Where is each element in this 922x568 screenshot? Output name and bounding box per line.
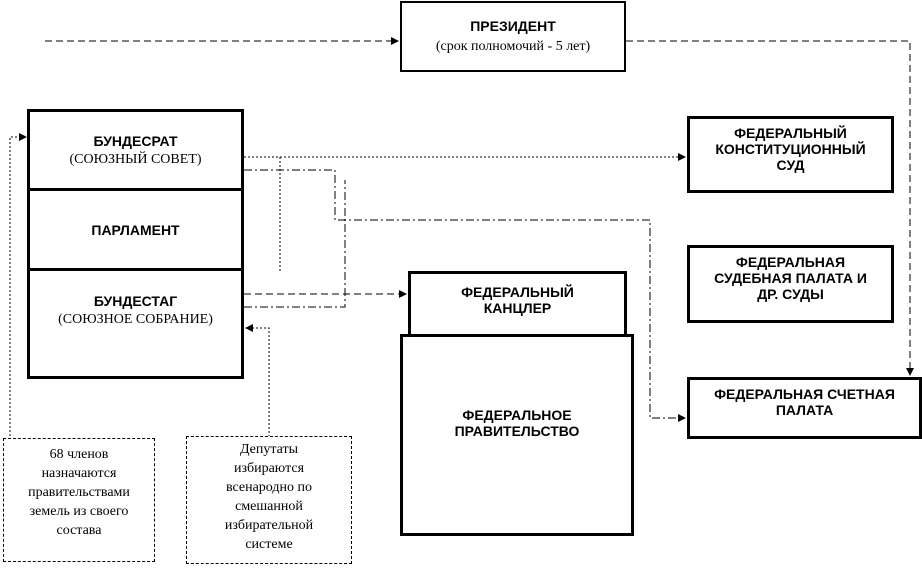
note-line: избирательной: [224, 518, 314, 533]
parliament-box: ПАРЛАМЕНТ: [27, 188, 244, 271]
note-line: назначаются: [41, 466, 117, 481]
chancellor-line: ФЕДЕРАЛЬНЫЙ: [461, 284, 574, 300]
judicial-line: ДР. СУДЫ: [757, 286, 824, 302]
bundesrat-subtitle: (СОЮЗНЫЙ СОВЕТ): [69, 151, 202, 167]
court-line: ФЕДЕРАЛЬНЫЙ: [734, 125, 847, 141]
government-line: ПРАВИТЕЛЬСТВО: [454, 423, 580, 439]
note-line: всенародно по: [225, 480, 313, 495]
note-line: смешанной: [235, 499, 303, 514]
court-line: СУД: [776, 157, 805, 173]
government-line: ФЕДЕРАЛЬНОЕ: [462, 407, 572, 423]
chancellor-line: КАНЦЛЕР: [483, 300, 552, 316]
bundestag-box: БУНДЕСТАГ (СОЮЗНОЕ СОБРАНИЕ): [27, 268, 244, 379]
president-title: ПРЕЗИДЕНТ: [470, 18, 556, 34]
judicial-line: ФЕДЕРАЛЬНАЯ: [735, 254, 846, 270]
arrow-note-to-bundestag: [245, 324, 270, 437]
audit-chamber-box: ФЕДЕРАЛЬНАЯ СЧЕТНАЯ ПАЛАТА: [687, 377, 922, 439]
bundesrat-box: БУНДЕСРАТ (СОЮЗНЫЙ СОВЕТ): [27, 109, 244, 191]
government-box: ФЕДЕРАЛЬНОЕ ПРАВИТЕЛЬСТВО: [400, 334, 634, 536]
bundesrat-members-note: 68 членов назначаются правительствами зе…: [3, 438, 155, 562]
court-line: КОНСТИТУЦИОННЫЙ: [715, 141, 866, 157]
judicial-line: СУДЕБНАЯ ПАЛАТА И: [714, 270, 867, 286]
arrow-note-to-bundesrat: [9, 133, 27, 440]
bundestag-subtitle: (СОЮЗНОЕ СОБРАНИЕ): [58, 312, 213, 327]
bundesrat-title: БУНДЕСРАТ: [93, 132, 178, 149]
note-line: системе: [245, 537, 293, 552]
audit-line: ПАЛАТА: [775, 402, 834, 418]
chancellor-box: ФЕДЕРАЛЬНЫЙ КАНЦЛЕР: [408, 271, 627, 337]
bundestag-title: БУНДЕСТАГ: [93, 293, 178, 309]
note-line: земель из своего: [29, 504, 129, 519]
note-line: избираются: [233, 461, 305, 476]
note-line: состава: [56, 523, 102, 538]
arrow-president-to-audit: [626, 40, 914, 376]
audit-line: ФЕДЕРАЛЬНАЯ СЧЕТНАЯ: [714, 386, 895, 402]
note-line: правительствами: [28, 485, 130, 500]
president-box: ПРЕЗИДЕНТ (срок полномочий - 5 лет): [400, 1, 626, 72]
note-line: 68 членов: [49, 447, 109, 462]
line-bundestag-branch: [244, 180, 346, 308]
note-line: Депутаты: [239, 442, 299, 457]
arrow-bundesrat-to-audit: [244, 169, 686, 422]
bundestag-deputies-note: Депутаты избираются всенародно по смешан…: [186, 436, 352, 564]
judicial-chamber-box: ФЕДЕРАЛЬНАЯ СУДЕБНАЯ ПАЛАТА И ДР. СУДЫ: [687, 245, 894, 323]
constitutional-court-box: ФЕДЕРАЛЬНЫЙ КОНСТИТУЦИОННЫЙ СУД: [687, 116, 894, 193]
parliament-label: ПАРЛАМЕНТ: [91, 221, 180, 238]
president-term: (срок полномочий - 5 лет): [435, 39, 591, 54]
